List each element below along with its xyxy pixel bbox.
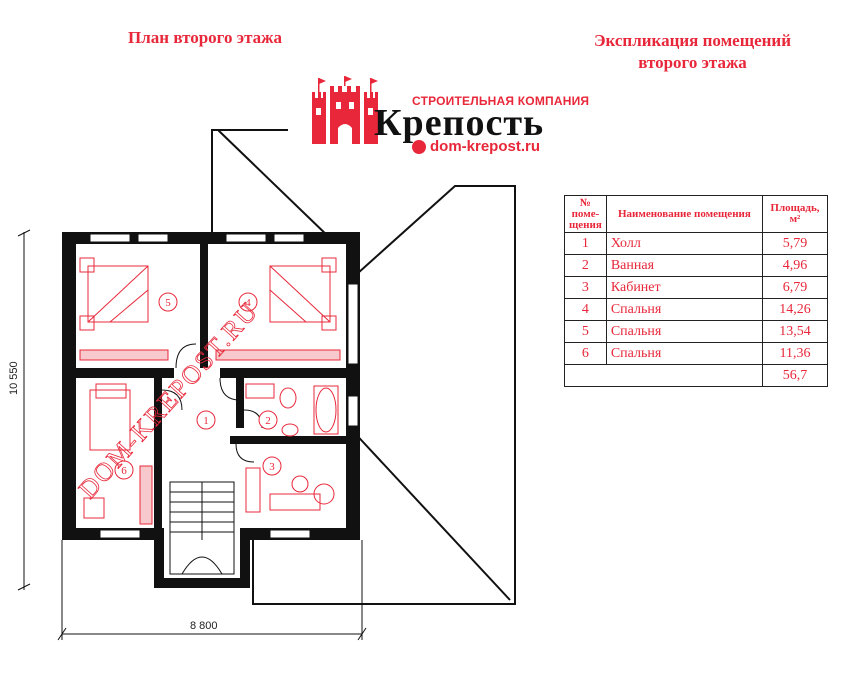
explication-title: Экспликация помещений второго этажа [593, 31, 792, 72]
room-label-2: 2 [265, 415, 271, 427]
stairs [169, 481, 235, 575]
row-num: 3 [564, 276, 607, 299]
table-header-row: № поме-щения Наименование помещения Площ… [564, 195, 829, 233]
logo-site: dom-krepost.ru [430, 138, 541, 155]
logo-company: СТРОИТЕЛЬНАЯ КОМПАНИЯ [412, 94, 590, 108]
room-label-5: 5 [165, 297, 171, 309]
row-area: 11,36 [761, 342, 829, 365]
dimension-width: 8 800 [190, 620, 218, 632]
row-name: Спальня [605, 320, 763, 343]
row-num: 4 [564, 298, 607, 321]
table-total-row: 56,7 [564, 364, 829, 387]
room-label-3: 3 [269, 461, 275, 473]
callout-lines [211, 129, 516, 605]
room-label-6: 6 [121, 465, 127, 477]
row-name: Спальня [605, 298, 763, 321]
row-area: 14,26 [761, 298, 829, 321]
row-num: 6 [564, 342, 607, 365]
table-row: 4 Спальня 14,26 [564, 298, 829, 321]
castle-icon [312, 76, 378, 144]
row-name: Холл [605, 232, 763, 255]
dimension-height: 10 550 [8, 361, 20, 395]
row-area: 4,96 [761, 254, 829, 277]
plan-title: План второго этажа [128, 28, 282, 47]
table-row: 5 Спальня 13,54 [564, 320, 829, 343]
table-row: 6 Спальня 11,36 [564, 342, 829, 365]
row-num: 1 [564, 232, 607, 255]
windows [89, 233, 359, 539]
table-row: 2 Ванная 4,96 [564, 254, 829, 277]
total-label [564, 364, 763, 387]
total-area: 56,7 [761, 364, 829, 387]
row-name: Спальня [605, 342, 763, 365]
table-row: 3 Кабинет 6,79 [564, 276, 829, 299]
globe-icon [412, 140, 426, 154]
header-area: Площадь, м² [761, 195, 829, 233]
company-logo: СТРОИТЕЛЬНАЯ КОМПАНИЯ Крепость dom-krepo… [300, 74, 590, 160]
room-markers [114, 292, 282, 480]
row-name: Ванная [605, 254, 763, 277]
header-num: № поме-щения [564, 195, 607, 233]
dimension-lines [17, 229, 367, 641]
row-num: 2 [564, 254, 607, 277]
explication-table: № поме-щения Наименование помещения Площ… [564, 195, 829, 387]
row-area: 6,79 [761, 276, 829, 299]
table-row: 1 Холл 5,79 [564, 232, 829, 255]
logo-brand: Крепость [374, 102, 545, 144]
row-area: 5,79 [761, 232, 829, 255]
row-num: 5 [564, 320, 607, 343]
row-name: Кабинет [605, 276, 763, 299]
row-area: 13,54 [761, 320, 829, 343]
furniture [79, 257, 341, 525]
header-name: Наименование помещения [605, 195, 763, 233]
room-label-1: 1 [203, 415, 209, 427]
room-label-4: 4 [245, 297, 251, 309]
